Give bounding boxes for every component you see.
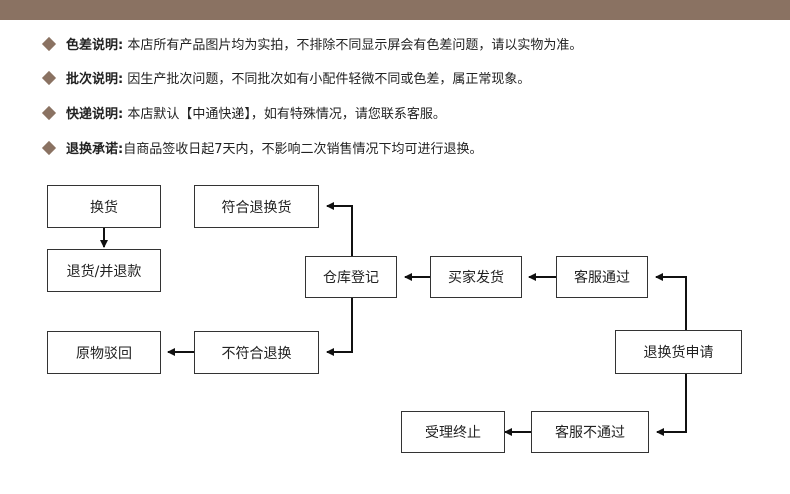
arrow-request-to-reject [656,374,687,436]
node-terminate: 受理终止 [401,411,505,453]
arrow-warehouse-to-ineligible [326,298,353,356]
note-label: 快递说明: [66,107,124,122]
node-cs-pass: 客服通过 [556,256,648,298]
node-original-return: 原物驳回 [47,331,161,374]
note-text: 自商品签收日起7天内，不影响二次销售情况下均可进行退换。 [123,142,483,157]
node-ineligible: 不符合退换 [194,331,319,374]
note-batch: 批次说明: 因生产批次问题，不同批次如有小配件轻微不同或色差，属正常现象。 [41,70,531,90]
node-warehouse: 仓库登记 [305,256,397,298]
node-cs-reject: 客服不通过 [531,411,649,453]
node-eligible: 符合退换货 [194,185,319,228]
note-text: 因生产批次问题，不同批次如有小配件轻微不同或色差，属正常现象。 [123,72,531,87]
note-return-promise: 退换承诺:自商品签收日起7天内，不影响二次销售情况下均可进行退换。 [41,140,483,160]
arrow-request-to-pass [655,273,687,330]
note-color-difference: 色差说明: 本店所有产品图片均为实拍，不排除不同显示屏会有色差问题，请以实物为准… [41,36,583,56]
note-text: 本店默认【中通快递】，如有特殊情况，请您联系客服。 [123,107,446,122]
arrow-warehouse-to-eligible [326,202,353,256]
node-exchange: 换货 [47,185,161,228]
node-refund: 退货/并退款 [47,249,161,292]
note-text: 本店所有产品图片均为实拍，不排除不同显示屏会有色差问题，请以实物为准。 [123,38,583,53]
note-delivery: 快递说明: 本店默认【中通快递】，如有特殊情况，请您联系客服。 [41,105,446,125]
note-label: 色差说明: [66,38,124,53]
note-label: 退换承诺: [66,142,124,157]
top-banner-bar [0,0,790,20]
node-request: 退换货申请 [615,330,742,374]
node-buyer-ship: 买家发货 [430,256,522,298]
note-label: 批次说明: [66,72,124,87]
